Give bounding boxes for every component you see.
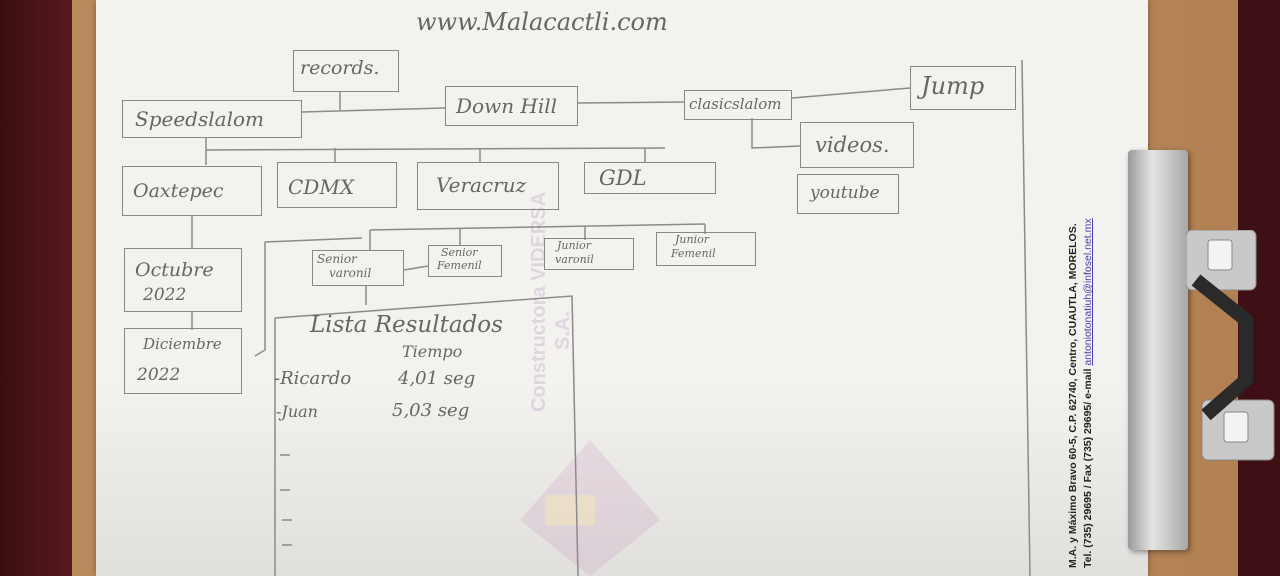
oaxtepec-label: Oaxtepec — [133, 180, 224, 202]
videos-label: videos. — [815, 133, 890, 157]
downhill-label: Down Hill — [456, 94, 558, 118]
site-url-heading: www.Malacactli.com — [416, 8, 668, 36]
octubre-label: Octubre — [135, 259, 214, 281]
senior-femenil-label-2: Femenil — [437, 259, 482, 272]
jump-box: Jump — [910, 66, 1016, 110]
clipboard-clip-arm — [1186, 230, 1275, 461]
letterhead-contact: Tel. (735) 29695 / Fax (735) 29695/ e-ma… — [1081, 88, 1096, 568]
diciembre-year-label: 2022 — [137, 365, 181, 385]
junior-femenil-box: Junior Femenil — [656, 232, 756, 266]
downhill-box: Down Hill — [445, 86, 578, 126]
letterhead-footer: M.A. y Máximo Bravo 60-5, C.P. 62740, Ce… — [1038, 88, 1094, 568]
clasicslalom-box: clasicslalom — [684, 90, 792, 120]
paper-shadow — [96, 380, 1148, 576]
junior-femenil-label: Junior — [675, 233, 709, 246]
records-box: records. — [293, 50, 399, 92]
jump-label: Jump — [921, 72, 985, 100]
veracruz-label: Veracruz — [436, 173, 527, 197]
junior-femenil-label-2: Femenil — [671, 247, 716, 260]
diciembre-label: Diciembre — [143, 335, 222, 353]
senior-femenil-box: Senior Femenil — [428, 245, 502, 277]
clipboard-clip — [1128, 150, 1188, 550]
diciembre-2022-box: Diciembre 2022 — [124, 328, 242, 394]
letterhead-address: M.A. y Máximo Bravo 60-5, C.P. 62740, Ce… — [1067, 223, 1079, 568]
clasicslalom-label: clasicslalom — [689, 95, 782, 113]
veracruz-box: Veracruz — [417, 162, 559, 210]
results-row-time: 5,03 seg — [392, 400, 470, 421]
results-time-header: Tiempo — [402, 342, 463, 361]
senior-varonil-box: Senior varonil — [312, 250, 404, 286]
youtube-box: youtube — [797, 174, 899, 214]
youtube-label: youtube — [810, 183, 880, 203]
paper-sheet — [96, 0, 1148, 576]
results-title: Lista Resultados — [310, 312, 503, 338]
cdmx-box: CDMX — [277, 162, 397, 208]
records-label: records. — [300, 57, 380, 79]
speedslalom-box: Speedslalom — [122, 100, 302, 138]
results-row-time: 4,01 seg — [398, 368, 476, 389]
junior-varonil-label: Junior — [557, 239, 591, 252]
octubre-2022-box: Octubre 2022 — [124, 248, 242, 312]
cdmx-label: CDMX — [288, 175, 355, 199]
senior-femenil-label: Senior — [441, 246, 478, 259]
letterhead-email: antoniotonatiuh@infosel.net.mx — [1082, 218, 1094, 366]
octubre-year-label: 2022 — [143, 285, 187, 305]
letterhead-phone: Tel. (735) 29695 / Fax (735) 29695/ e-ma… — [1082, 365, 1094, 568]
background-fabric — [0, 0, 80, 576]
junior-varonil-label-2: varonil — [555, 253, 594, 266]
senior-varonil-label: Senior — [317, 252, 357, 266]
speedslalom-label: Speedslalom — [135, 107, 264, 131]
senior-varonil-label-2: varonil — [329, 266, 372, 280]
videos-box: videos. — [800, 122, 914, 168]
results-row-name: -Juan — [276, 402, 318, 421]
oaxtepec-box: Oaxtepec — [122, 166, 262, 216]
results-row-name: -Ricardo — [274, 368, 352, 389]
gdl-box: GDL — [584, 162, 716, 194]
gdl-label: GDL — [599, 166, 647, 190]
junior-varonil-box: Junior varonil — [544, 238, 634, 270]
